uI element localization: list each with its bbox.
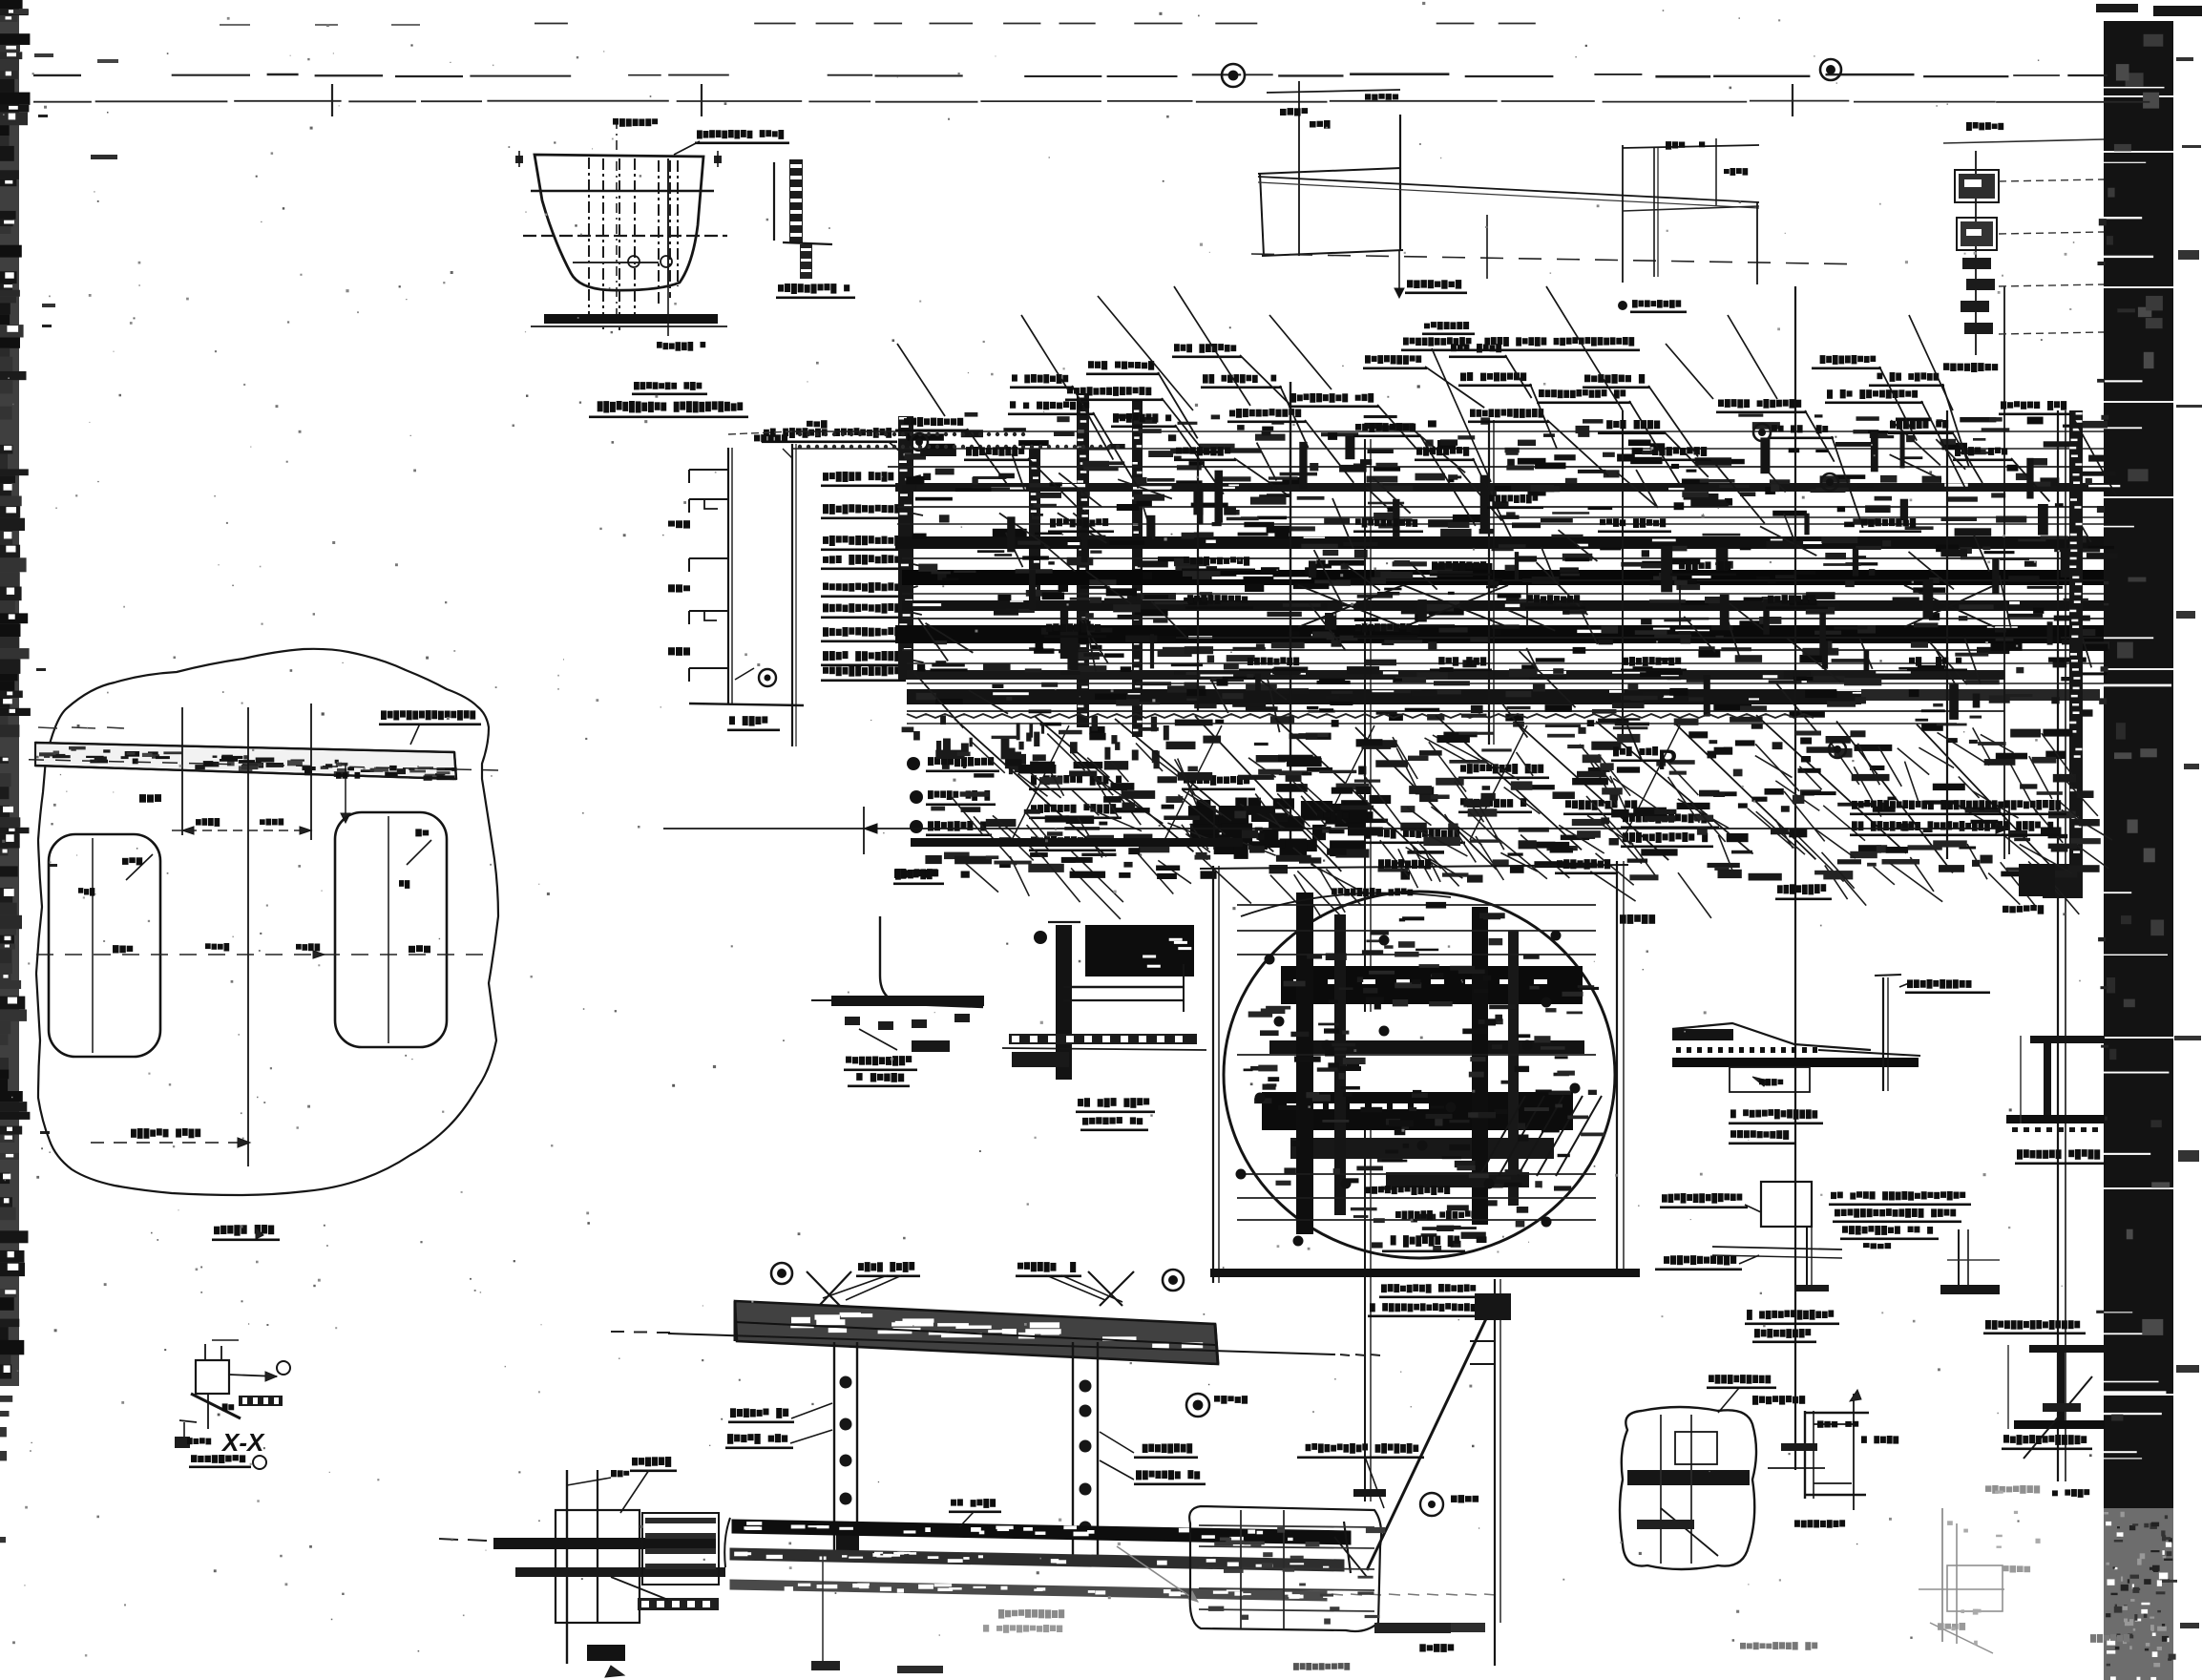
svg-text:P: P <box>1658 745 1677 776</box>
svg-text:X-X: X-X <box>220 1428 265 1457</box>
